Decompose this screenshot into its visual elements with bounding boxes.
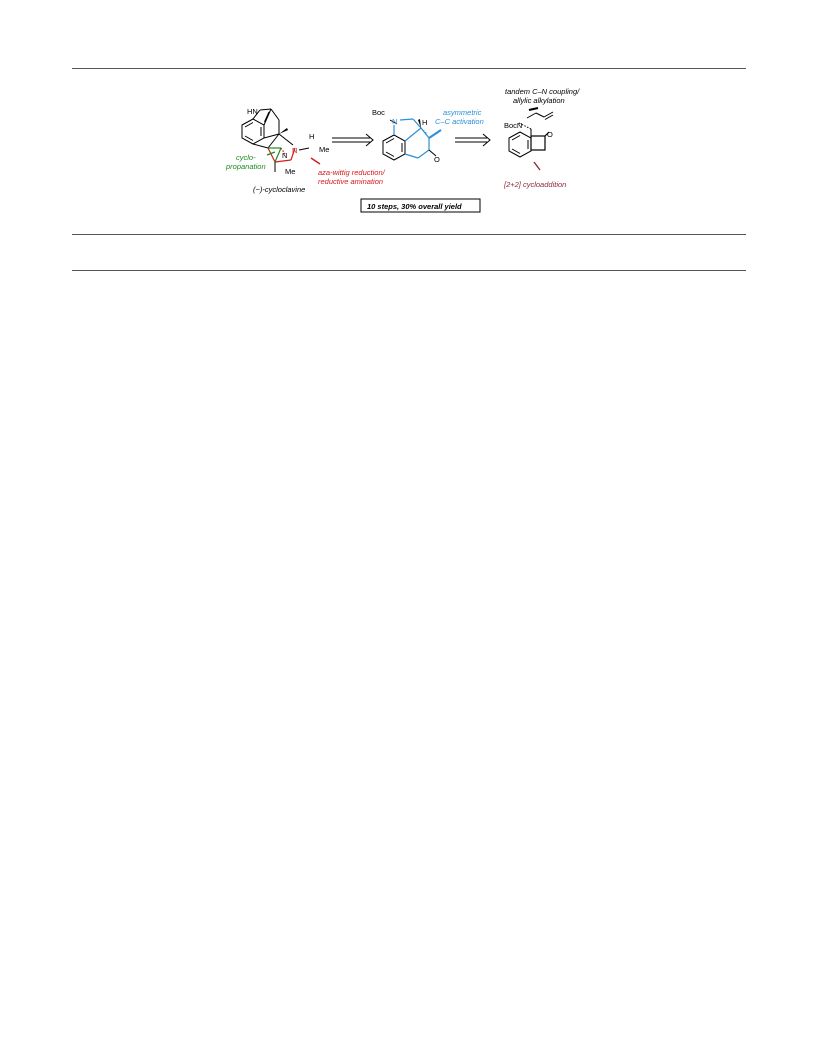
coupling-label-2: allylic alkylation: [513, 96, 565, 105]
atom-boc-n: BocN: [504, 121, 522, 130]
atom-h: H: [422, 118, 427, 127]
wedge-bond-h: [418, 119, 421, 128]
coupling-label-1: tandem C–N coupling/: [505, 87, 580, 96]
compound-name-cycloclavine: (−)-cycloclavine: [253, 185, 305, 194]
bottom-rule: [72, 270, 746, 271]
retrosynthetic-arrow-1: [332, 133, 374, 147]
wedge-bond-h: [279, 128, 288, 134]
benzene-ring: [508, 131, 532, 158]
atom-h: H: [309, 132, 314, 141]
atom-me-bottom: Me: [285, 167, 295, 176]
cycloclavine-structure: [241, 108, 310, 151]
cyclopropane-ring: [268, 147, 282, 163]
aza-wittig-pointer: [310, 157, 321, 165]
cycloaddition-pointer: [533, 161, 541, 171]
retrosynthesis-scheme: HN H N Me N Me cyclo- propanation aza-wi…: [225, 87, 580, 213]
cycloaddition-label: [2+2] cycloaddition: [503, 180, 566, 189]
atom-n: N: [392, 117, 397, 126]
aza-wittig-label-1: aza-wittig reduction/: [318, 168, 386, 177]
cyclopropanation-label-1: cyclo-: [236, 153, 256, 162]
cc-activation-label-2: C–C activation: [435, 117, 484, 126]
retrosynthetic-arrow-2: [455, 133, 491, 147]
cyclobutane-ring: [530, 131, 550, 151]
cyclopropanation-label-2: propanation: [225, 162, 266, 171]
atom-o: O: [547, 130, 553, 139]
atom-o: O: [434, 155, 440, 164]
atom-me-right: Me: [319, 145, 329, 154]
cc-activation-label-1: asymmetric: [443, 108, 482, 117]
aza-wittig-label-2: reductive amination: [318, 177, 383, 186]
aza-wittig-ring: [267, 147, 296, 163]
atom-n-left: N: [282, 151, 287, 160]
atom-n-me: N: [292, 146, 297, 155]
atom-boc: Boc: [372, 108, 385, 117]
summary-box: [360, 198, 481, 213]
cyclopropanation-pointer: [266, 151, 276, 156]
atom-hn: HN: [247, 107, 258, 116]
middle-blue-rings: [393, 118, 430, 159]
summary-text: 10 steps, 30% overall yield: [367, 202, 462, 211]
middle-rule: [72, 234, 746, 235]
top-rule: [72, 68, 746, 69]
